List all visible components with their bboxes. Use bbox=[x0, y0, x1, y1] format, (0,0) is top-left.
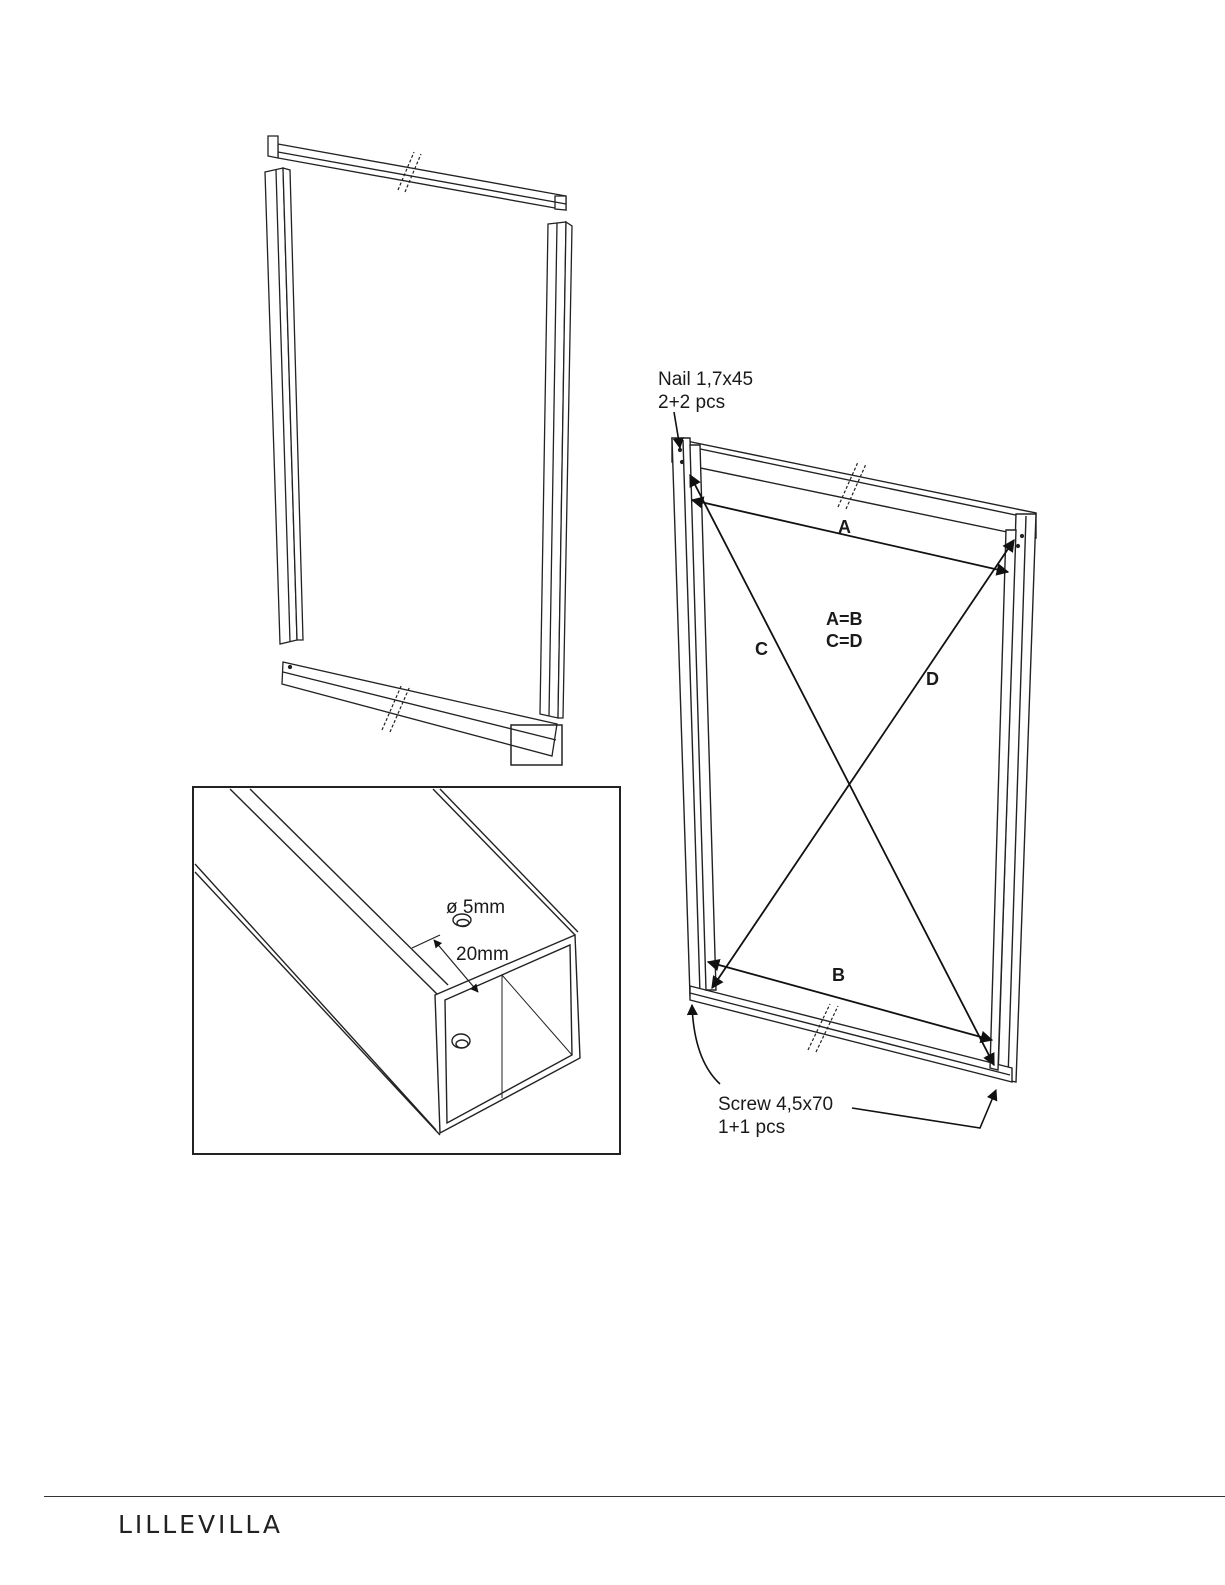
exploded-left-stile bbox=[265, 168, 303, 644]
measure-d-label: D bbox=[926, 668, 939, 691]
rule-ab-label: A=B bbox=[826, 608, 863, 631]
measure-c-label: C bbox=[755, 638, 768, 661]
exploded-right-stile bbox=[540, 222, 572, 718]
assembled-frame bbox=[672, 438, 1036, 1082]
measurement-arrows bbox=[690, 475, 1014, 1065]
nail-qty-label: 2+2 pcs bbox=[658, 391, 725, 414]
screw-spec-label: Screw 4,5x70 bbox=[718, 1093, 833, 1116]
hole-diameter-label: ø 5mm bbox=[446, 896, 505, 919]
footer-rule bbox=[44, 1496, 1225, 1497]
exploded-top-rail bbox=[268, 136, 566, 210]
brand-logo: LILLEVILLA bbox=[118, 1510, 283, 1539]
hole-offset-label: 20mm bbox=[456, 943, 509, 966]
screw-qty-label: 1+1 pcs bbox=[718, 1116, 785, 1139]
measure-b-label: B bbox=[832, 964, 845, 987]
nail-spec-label: Nail 1,7x45 bbox=[658, 368, 753, 391]
exploded-bottom-rail bbox=[282, 662, 557, 756]
rule-cd-label: C=D bbox=[826, 630, 863, 653]
measure-a-label: A bbox=[838, 516, 851, 539]
